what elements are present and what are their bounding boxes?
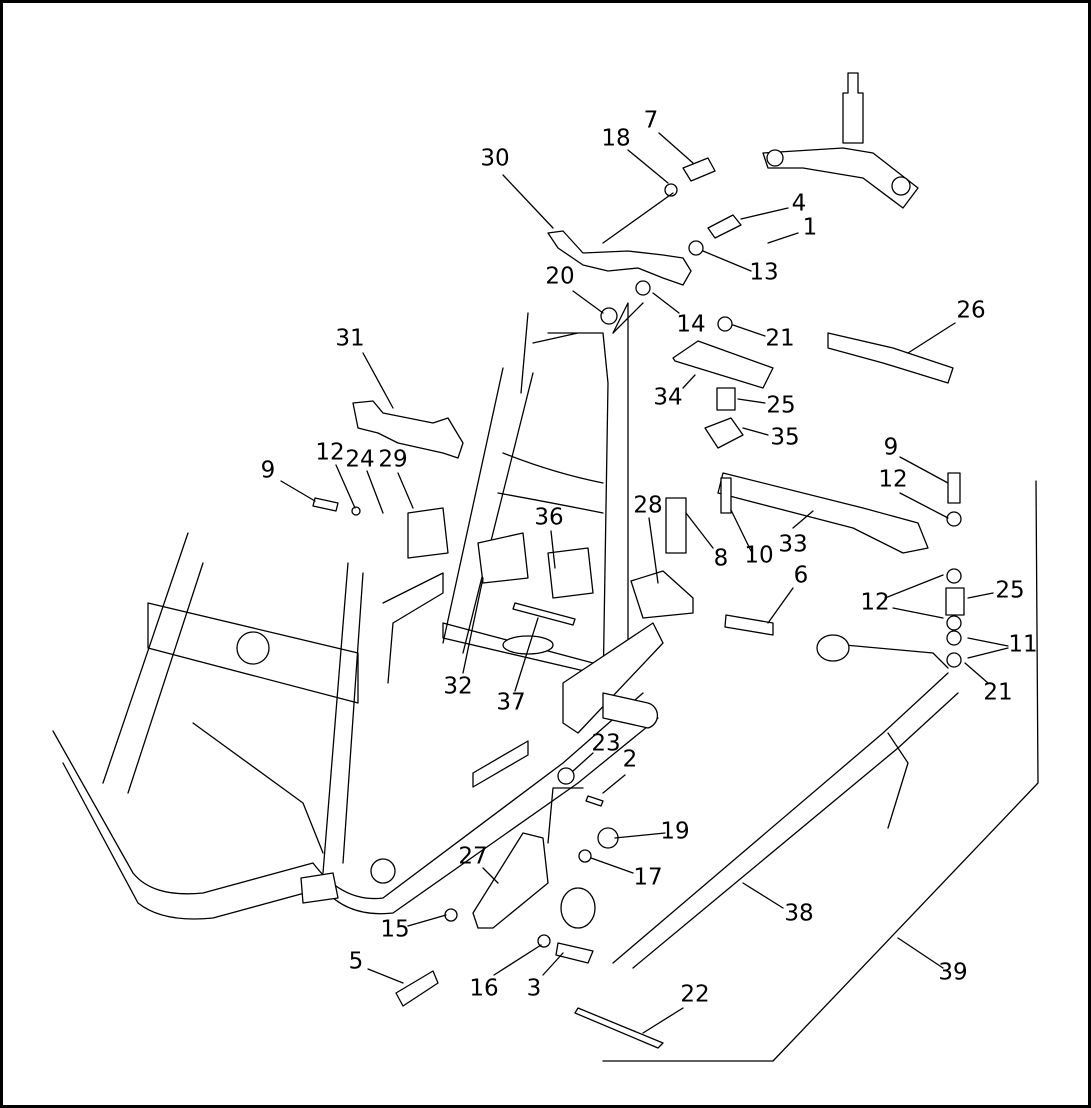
callout-21: 21: [983, 680, 1012, 706]
cable-39: [822, 642, 949, 829]
callout-2: 2: [623, 747, 638, 773]
rod-26: [827, 332, 954, 384]
rod-33: [717, 472, 929, 554]
callout-25: 25: [995, 578, 1024, 604]
callout-8: 8: [714, 546, 729, 572]
callout-9: 9: [884, 435, 899, 461]
callout-18: 18: [601, 126, 630, 152]
callout-5: 5: [349, 949, 364, 975]
callout-32: 32: [443, 674, 472, 700]
bracket-31: [352, 400, 464, 459]
callout-1: 1: [803, 215, 818, 241]
callout-3: 3: [527, 976, 542, 1002]
callout-37: 37: [496, 690, 525, 716]
triple-clamp: [762, 72, 919, 209]
callout-24: 24: [345, 447, 374, 473]
callout-12: 12: [315, 440, 344, 466]
callout-38: 38: [784, 901, 813, 927]
callout-22: 22: [680, 982, 709, 1008]
tie-22: [574, 1007, 664, 1049]
bracket-32: [477, 532, 529, 584]
callout-31: 31: [335, 326, 364, 352]
callout-20: 20: [545, 264, 574, 290]
callout-35: 35: [770, 425, 799, 451]
callout-15: 15: [380, 917, 409, 943]
callout-12: 12: [878, 467, 907, 493]
frame: [52, 302, 664, 920]
callout-27: 27: [458, 844, 487, 870]
callout-6: 6: [794, 563, 809, 589]
callout-36: 36: [534, 505, 563, 531]
callout-21: 21: [765, 326, 794, 352]
callout-28: 28: [633, 493, 662, 519]
callout-33: 33: [778, 532, 807, 558]
bracket-28: [630, 570, 694, 619]
bracket-29: [407, 507, 449, 559]
callout-23: 23: [591, 731, 620, 757]
callout-25: 25: [766, 393, 795, 419]
callout-16: 16: [469, 976, 498, 1002]
callout-9: 9: [261, 458, 276, 484]
callout-39: 39: [938, 960, 967, 986]
callout-19: 19: [660, 819, 689, 845]
callout-17: 17: [633, 865, 662, 891]
fasteners: [312, 157, 965, 1007]
callout-11: 11: [1008, 632, 1037, 658]
callout-14: 14: [676, 312, 705, 338]
lever-30: [547, 230, 692, 286]
callout-4: 4: [792, 191, 807, 217]
callout-13: 13: [749, 260, 778, 286]
leader-lines: [280, 132, 1039, 1062]
callout-34: 34: [653, 385, 682, 411]
callout-26: 26: [956, 298, 985, 324]
bracket-27: [472, 832, 549, 929]
plate-34: [672, 340, 774, 389]
callout-7: 7: [644, 108, 659, 134]
callout-30: 30: [480, 146, 509, 172]
callout-29: 29: [378, 447, 407, 473]
callout-10: 10: [744, 543, 773, 569]
callout-12: 12: [860, 590, 889, 616]
bracket-36: [547, 547, 594, 599]
